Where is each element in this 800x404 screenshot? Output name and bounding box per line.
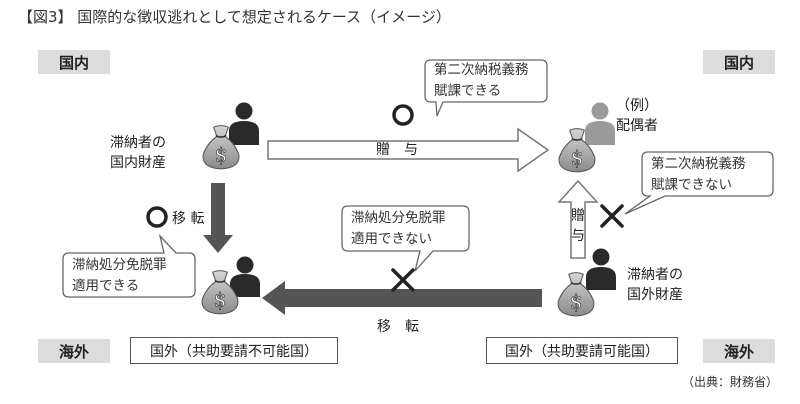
figure-title: 【図3】 国際的な徴収逃れとして想定されるケース（イメージ）	[18, 8, 451, 26]
country-right: 国外（共助要請可能国）	[486, 337, 678, 364]
region-overseas-left: 海外	[38, 339, 110, 363]
bubble-right: 第二次納税義務 賦課できない	[651, 156, 746, 193]
gift-label-top: 贈 与	[376, 142, 418, 158]
bubble-left-shape	[62, 233, 196, 298]
gift-arrow-right	[557, 179, 599, 259]
country-left: 国外（共助要請不可能国）	[130, 337, 338, 364]
bubble-left: 滞納処分免脱罪 適用できる	[72, 257, 167, 294]
circle-mark-left	[146, 206, 168, 228]
region-overseas-right: 海外	[703, 339, 775, 363]
person-icon	[230, 256, 260, 297]
node-spouse: （例） 配偶者	[616, 98, 658, 134]
bubble-right-shape	[624, 151, 774, 215]
transfer-arrow-down	[203, 183, 233, 253]
person-icon	[586, 248, 616, 290]
node-delinquent-overseas: 滞納者の 国外財産	[627, 267, 683, 303]
region-domestic-right: 国内	[703, 50, 775, 74]
circle-mark-top	[392, 104, 414, 126]
transfer-arrow-bottom	[262, 281, 542, 315]
cross-mark-center	[391, 268, 415, 292]
region-domestic-left: 国内	[38, 50, 110, 74]
person-icon	[585, 102, 615, 145]
money-bag-icon	[201, 269, 239, 315]
person-icon	[229, 102, 259, 145]
node-delinquent-domestic: 滞納者の 国内財産	[110, 135, 166, 171]
bubble-top: 第二次納税義務 賦課できる	[434, 62, 529, 99]
bubble-center: 滞納処分免脱罪 適用できない	[351, 210, 446, 247]
cross-mark-right	[600, 204, 624, 228]
gift-arrow-top	[267, 127, 550, 173]
bubble-center-shape	[341, 205, 470, 272]
bubble-top-shape	[424, 59, 548, 117]
transfer-label-bottom: 移 転	[377, 319, 419, 335]
gift-label-right: 贈 与	[571, 208, 585, 244]
transfer-label-top: 移 転	[172, 211, 205, 227]
source-note: （出典：財務省）	[681, 375, 778, 389]
